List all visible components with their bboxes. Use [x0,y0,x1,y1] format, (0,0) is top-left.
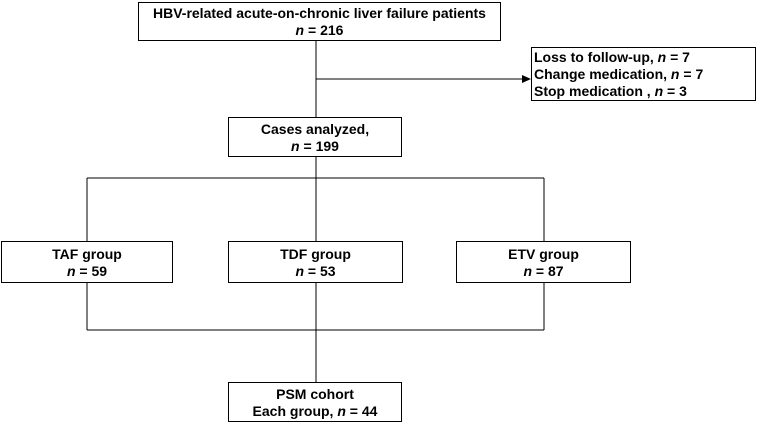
exclusion-change-medication: Change medication, n = 7 [534,66,704,82]
cases-analyzed-label: Cases analyzed, [260,121,370,137]
box-all-patients: HBV-related acute-on-chronic liver failu… [138,2,501,41]
tdf-group-count: n = 53 [295,263,336,279]
tdf-group-label: TDF group [280,246,351,262]
taf-group-label: TAF group [52,246,122,262]
box-cases-analyzed: Cases analyzed, n = 199 [228,117,402,157]
taf-group-count: n = 59 [66,263,108,279]
all-patients-label: HBV-related acute-on-chronic liver failu… [153,5,486,21]
exclusion-loss-to-follow-up: Loss to follow-up, n = 7 [534,49,690,65]
box-tdf-group: TDF group n = 53 [228,241,403,283]
exclusion-stop-medication: Stop medication , n = 3 [534,83,687,99]
cases-analyzed-count: n = 199 [291,138,339,154]
etv-group-label: ETV group [508,246,579,262]
box-psm-cohort: PSM cohort Each group, n = 44 [228,382,402,422]
arrowhead-exclusion [522,75,531,83]
box-exclusions: Loss to follow-up, n = 7 Change medicati… [531,47,756,101]
all-patients-count: n = 216 [295,22,344,38]
etv-group-count: n = 87 [523,263,564,279]
box-taf-group: TAF group n = 59 [1,241,173,283]
box-etv-group: ETV group n = 87 [456,241,631,283]
psm-cohort-count: Each group, n = 44 [252,403,378,419]
psm-cohort-label: PSM cohort [276,386,354,402]
